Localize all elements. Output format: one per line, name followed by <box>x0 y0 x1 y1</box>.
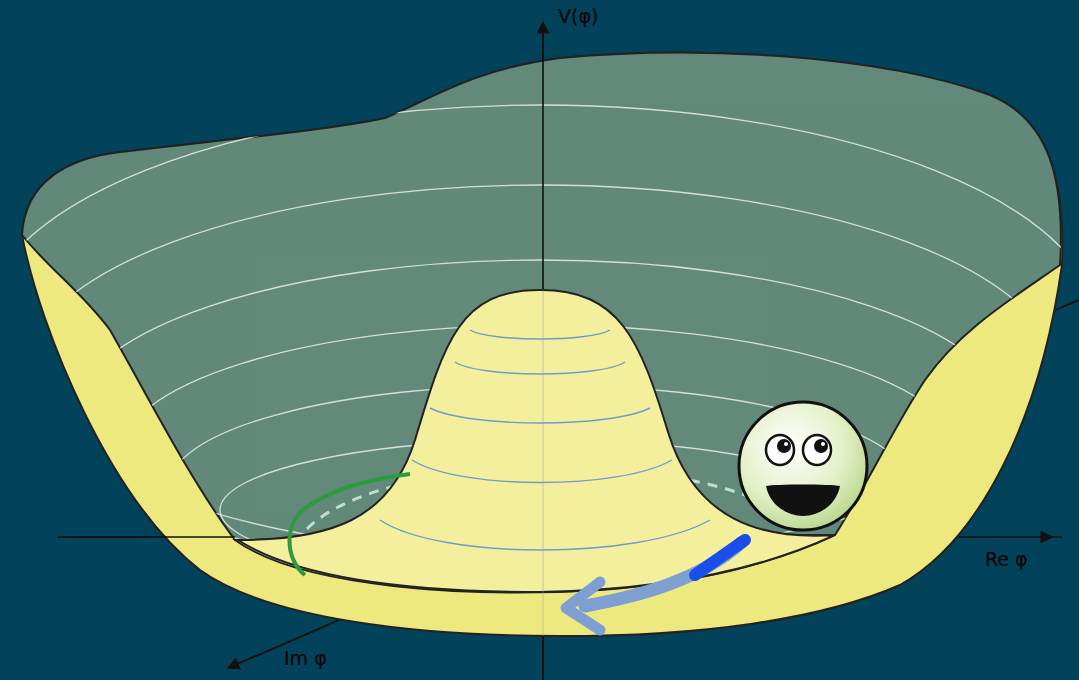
axis-label: Re φ <box>985 549 1028 570</box>
ring-front-left <box>310 474 410 505</box>
axis-label: Im φ <box>284 648 327 669</box>
bowl-body <box>22 53 1062 636</box>
axis-label: V(φ) <box>558 6 598 27</box>
hump-contours <box>380 330 710 550</box>
motion-start <box>695 540 745 575</box>
smiley-ball <box>739 402 867 530</box>
ring-front <box>289 485 795 575</box>
axes-front <box>58 22 1079 680</box>
motion-arrowhead <box>566 582 600 630</box>
